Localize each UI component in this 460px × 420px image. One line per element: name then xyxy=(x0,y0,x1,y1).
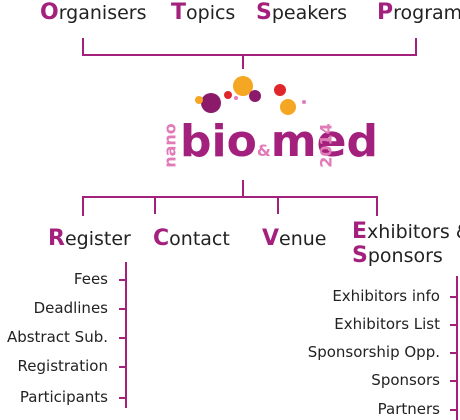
exhibitors-tick xyxy=(450,380,457,382)
logo-year: 2014 xyxy=(316,120,336,172)
exhibitors-item-partners[interactable]: Partners xyxy=(377,400,440,418)
nav-exhibitors-label: xhibitors & xyxy=(367,221,460,243)
nav-sponsors-initial: S xyxy=(352,243,368,268)
nav-exhibitors-initial: E xyxy=(352,219,368,244)
top-nav-connector xyxy=(242,55,244,69)
nav-topics[interactable]: Topics xyxy=(171,0,236,25)
nav-register[interactable]: Register xyxy=(48,226,131,251)
logo-wordmark[interactable]: bio&med xyxy=(180,116,378,177)
exhibitors-tick xyxy=(450,296,457,298)
nav-program-initial: P xyxy=(377,0,394,25)
nav-exhibitors-sponsors[interactable]: Exhibitors & Sponsors xyxy=(352,220,460,268)
exhibitors-tick xyxy=(450,352,457,354)
nav-speakers-label: peakers xyxy=(271,2,347,24)
nav-speakers-initial: S xyxy=(256,0,272,25)
nav-topics-initial: T xyxy=(171,0,187,25)
exhibitors-item-sponsorship[interactable]: Sponsorship Opp. xyxy=(307,343,440,361)
logo-year-text: 2014 xyxy=(316,123,336,168)
register-tick xyxy=(119,279,126,281)
nav-venue-label: enue xyxy=(279,228,327,250)
register-tick xyxy=(119,337,126,339)
register-tick xyxy=(119,366,126,368)
bottom-nav-bracket xyxy=(82,196,378,216)
nav-contact-initial: C xyxy=(153,226,170,251)
register-item-abstract[interactable]: Abstract Sub. xyxy=(6,328,108,346)
exhibitors-item-info[interactable]: Exhibitors info xyxy=(332,287,440,305)
nav-program-label: rogram xyxy=(393,2,460,24)
nav-venue[interactable]: Venue xyxy=(262,226,327,251)
logo-amp: & xyxy=(256,141,271,160)
logo-med: med xyxy=(270,116,378,167)
logo-nano-text: nano xyxy=(160,123,180,168)
exhibitors-submenu-line xyxy=(456,276,458,420)
top-nav-bracket xyxy=(82,38,417,56)
nav-program[interactable]: Program xyxy=(377,0,460,25)
nav-organisers-initial: O xyxy=(40,0,59,25)
register-tick xyxy=(119,397,126,399)
register-item-participants[interactable]: Participants xyxy=(19,388,108,406)
nav-venue-initial: V xyxy=(262,226,280,251)
register-tick xyxy=(119,308,126,310)
register-item-deadlines[interactable]: Deadlines xyxy=(33,299,108,317)
nav-organisers-label: rganisers xyxy=(58,2,147,24)
nav-contact[interactable]: Contact xyxy=(153,226,230,251)
register-item-registration[interactable]: Registration xyxy=(17,357,108,375)
nav-speakers[interactable]: Speakers xyxy=(256,0,347,25)
bottom-nav-tick-venue xyxy=(277,196,279,214)
nav-topics-label: opics xyxy=(186,2,236,24)
nav-register-initial: R xyxy=(48,226,65,251)
logo-bubbles-icon xyxy=(195,76,306,115)
exhibitors-item-list[interactable]: Exhibitors List xyxy=(334,315,440,333)
nav-sponsors-label: ponsors xyxy=(367,245,443,267)
bottom-nav-connector xyxy=(242,180,244,196)
register-item-fees[interactable]: Fees xyxy=(73,270,108,288)
exhibitors-tick xyxy=(450,324,457,326)
logo-nano: nano xyxy=(160,120,180,172)
register-submenu-line xyxy=(125,262,127,408)
exhibitors-tick xyxy=(450,409,457,411)
exhibitors-item-sponsors[interactable]: Sponsors xyxy=(371,371,440,389)
nav-organisers[interactable]: Organisers xyxy=(40,0,147,25)
logo-bio: bio xyxy=(180,116,257,167)
bottom-nav-tick-contact xyxy=(154,196,156,214)
nav-register-label: egister xyxy=(64,228,131,250)
nav-contact-label: ontact xyxy=(169,228,230,250)
